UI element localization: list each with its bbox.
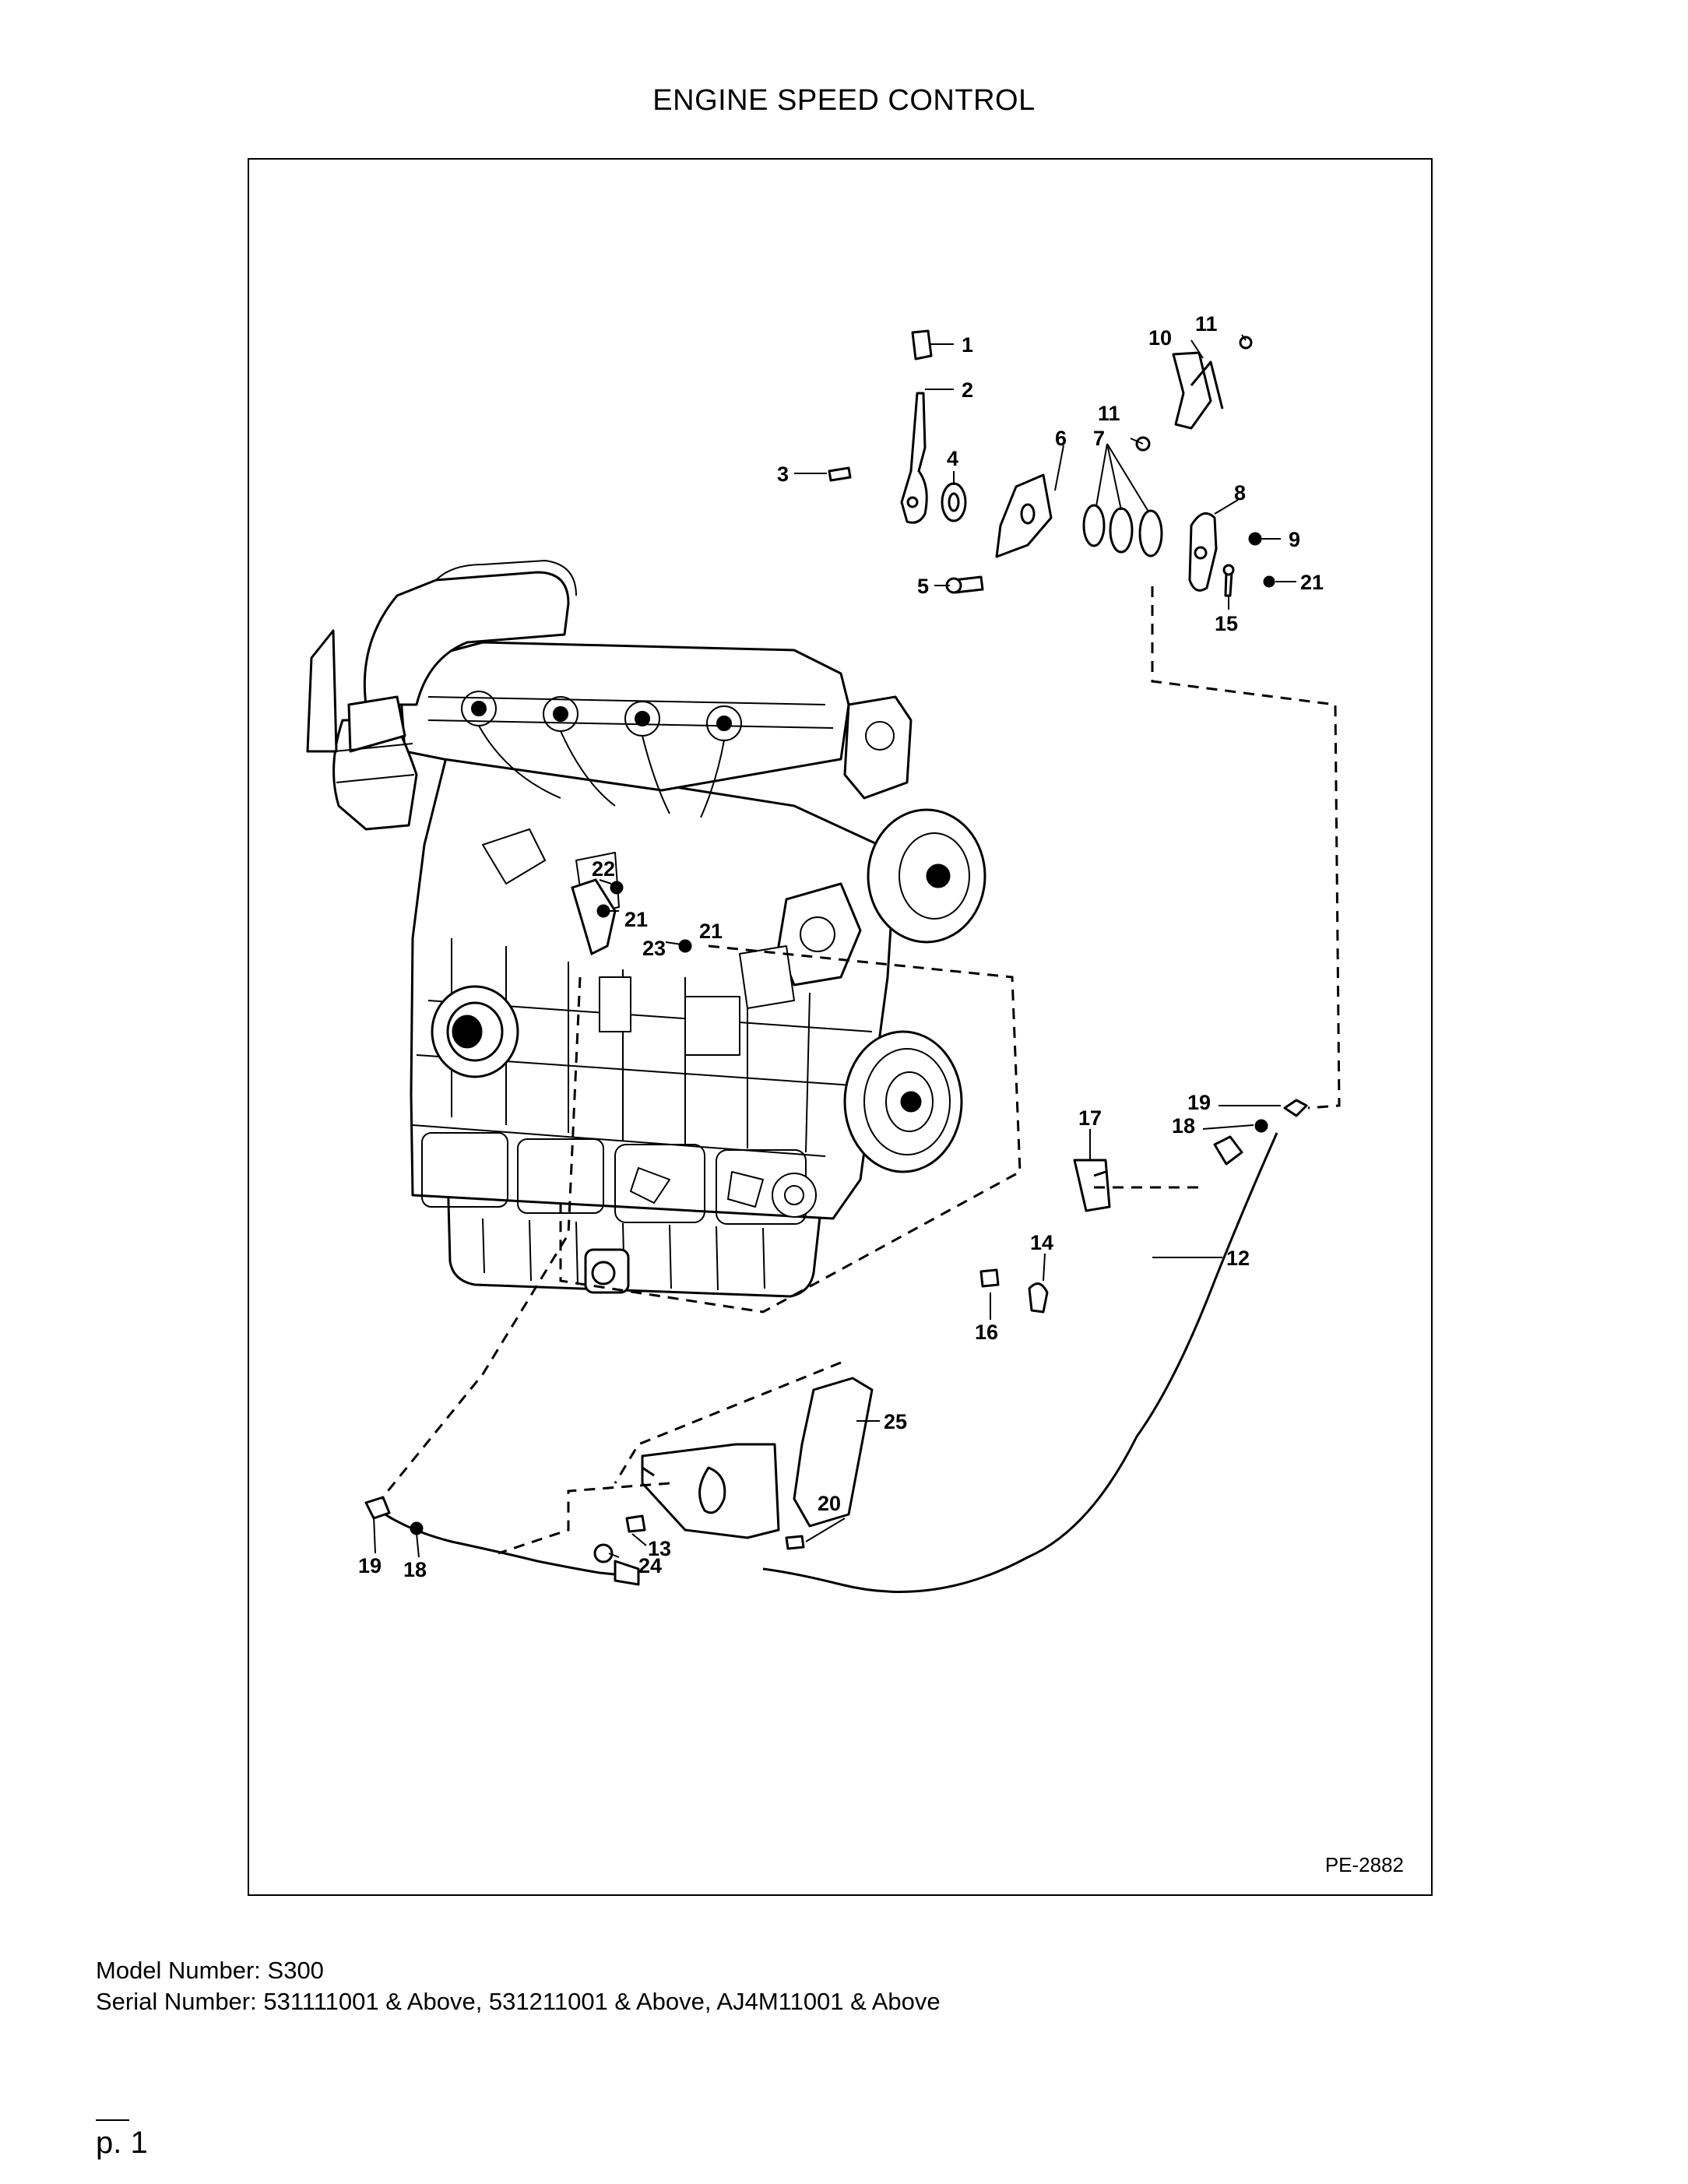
diagram-reference-code: PE-2882 xyxy=(1324,1853,1404,1876)
exploded-parts-diagram: 1 2 3 4 5 6 7 8 9 10 11 11 12 13 14 15 1… xyxy=(306,312,1341,1593)
throttle-cable-assembly xyxy=(364,1099,1308,1593)
callout-19-right: 19 xyxy=(1187,1091,1211,1114)
callout-18-right: 18 xyxy=(1172,1114,1195,1138)
serial-number: Serial Number: 531111001 & Above, 531211… xyxy=(96,1988,941,2015)
page-number: p. 1 xyxy=(96,2126,148,2160)
callout-5: 5 xyxy=(917,575,929,598)
callout-3: 3 xyxy=(777,462,789,486)
callout-7: 7 xyxy=(1093,427,1105,450)
callout-17: 17 xyxy=(1078,1106,1102,1130)
callout-10: 10 xyxy=(1148,326,1172,350)
callout-2: 2 xyxy=(962,378,973,402)
callout-8: 8 xyxy=(1234,481,1246,505)
leader-lines xyxy=(373,334,1296,1558)
callout-19-left: 19 xyxy=(358,1554,382,1577)
callout-22: 22 xyxy=(592,857,615,881)
callout-21-right: 21 xyxy=(1300,571,1324,594)
model-number: Model Number: S300 xyxy=(96,1957,324,1984)
page-rule xyxy=(96,2119,129,2121)
callout-15: 15 xyxy=(1215,612,1238,635)
callout-11-mid: 11 xyxy=(1098,402,1120,425)
governor-lever-assembly xyxy=(828,329,1275,597)
callout-25: 25 xyxy=(884,1410,907,1433)
callout-18-left: 18 xyxy=(403,1558,427,1581)
callout-9: 9 xyxy=(1289,528,1300,551)
callout-16: 16 xyxy=(975,1321,998,1344)
page-title: ENGINE SPEED CONTROL xyxy=(652,84,1036,117)
callout-4: 4 xyxy=(947,447,958,470)
callout-11-top: 11 xyxy=(1195,312,1218,336)
callout-12: 12 xyxy=(1226,1247,1250,1270)
callout-24: 24 xyxy=(638,1554,662,1577)
routing-lines xyxy=(380,586,1341,1555)
callout-1: 1 xyxy=(962,333,973,357)
engine-illustration xyxy=(306,560,986,1298)
callout-20: 20 xyxy=(818,1492,841,1515)
callout-21-engine-a: 21 xyxy=(699,920,723,943)
engine-mount-parts xyxy=(571,878,692,956)
callout-6: 6 xyxy=(1055,427,1067,450)
callout-14: 14 xyxy=(1030,1231,1053,1254)
callout-numbers: 1 2 3 4 5 6 7 8 9 10 11 11 12 13 14 15 1… xyxy=(358,312,1324,1581)
diagram-frame: 1 2 3 4 5 6 7 8 9 10 11 11 12 13 14 15 1… xyxy=(248,158,1433,1896)
callout-13: 13 xyxy=(648,1537,671,1560)
callout-23: 23 xyxy=(642,937,666,960)
callout-21-engine-b: 21 xyxy=(624,908,648,931)
